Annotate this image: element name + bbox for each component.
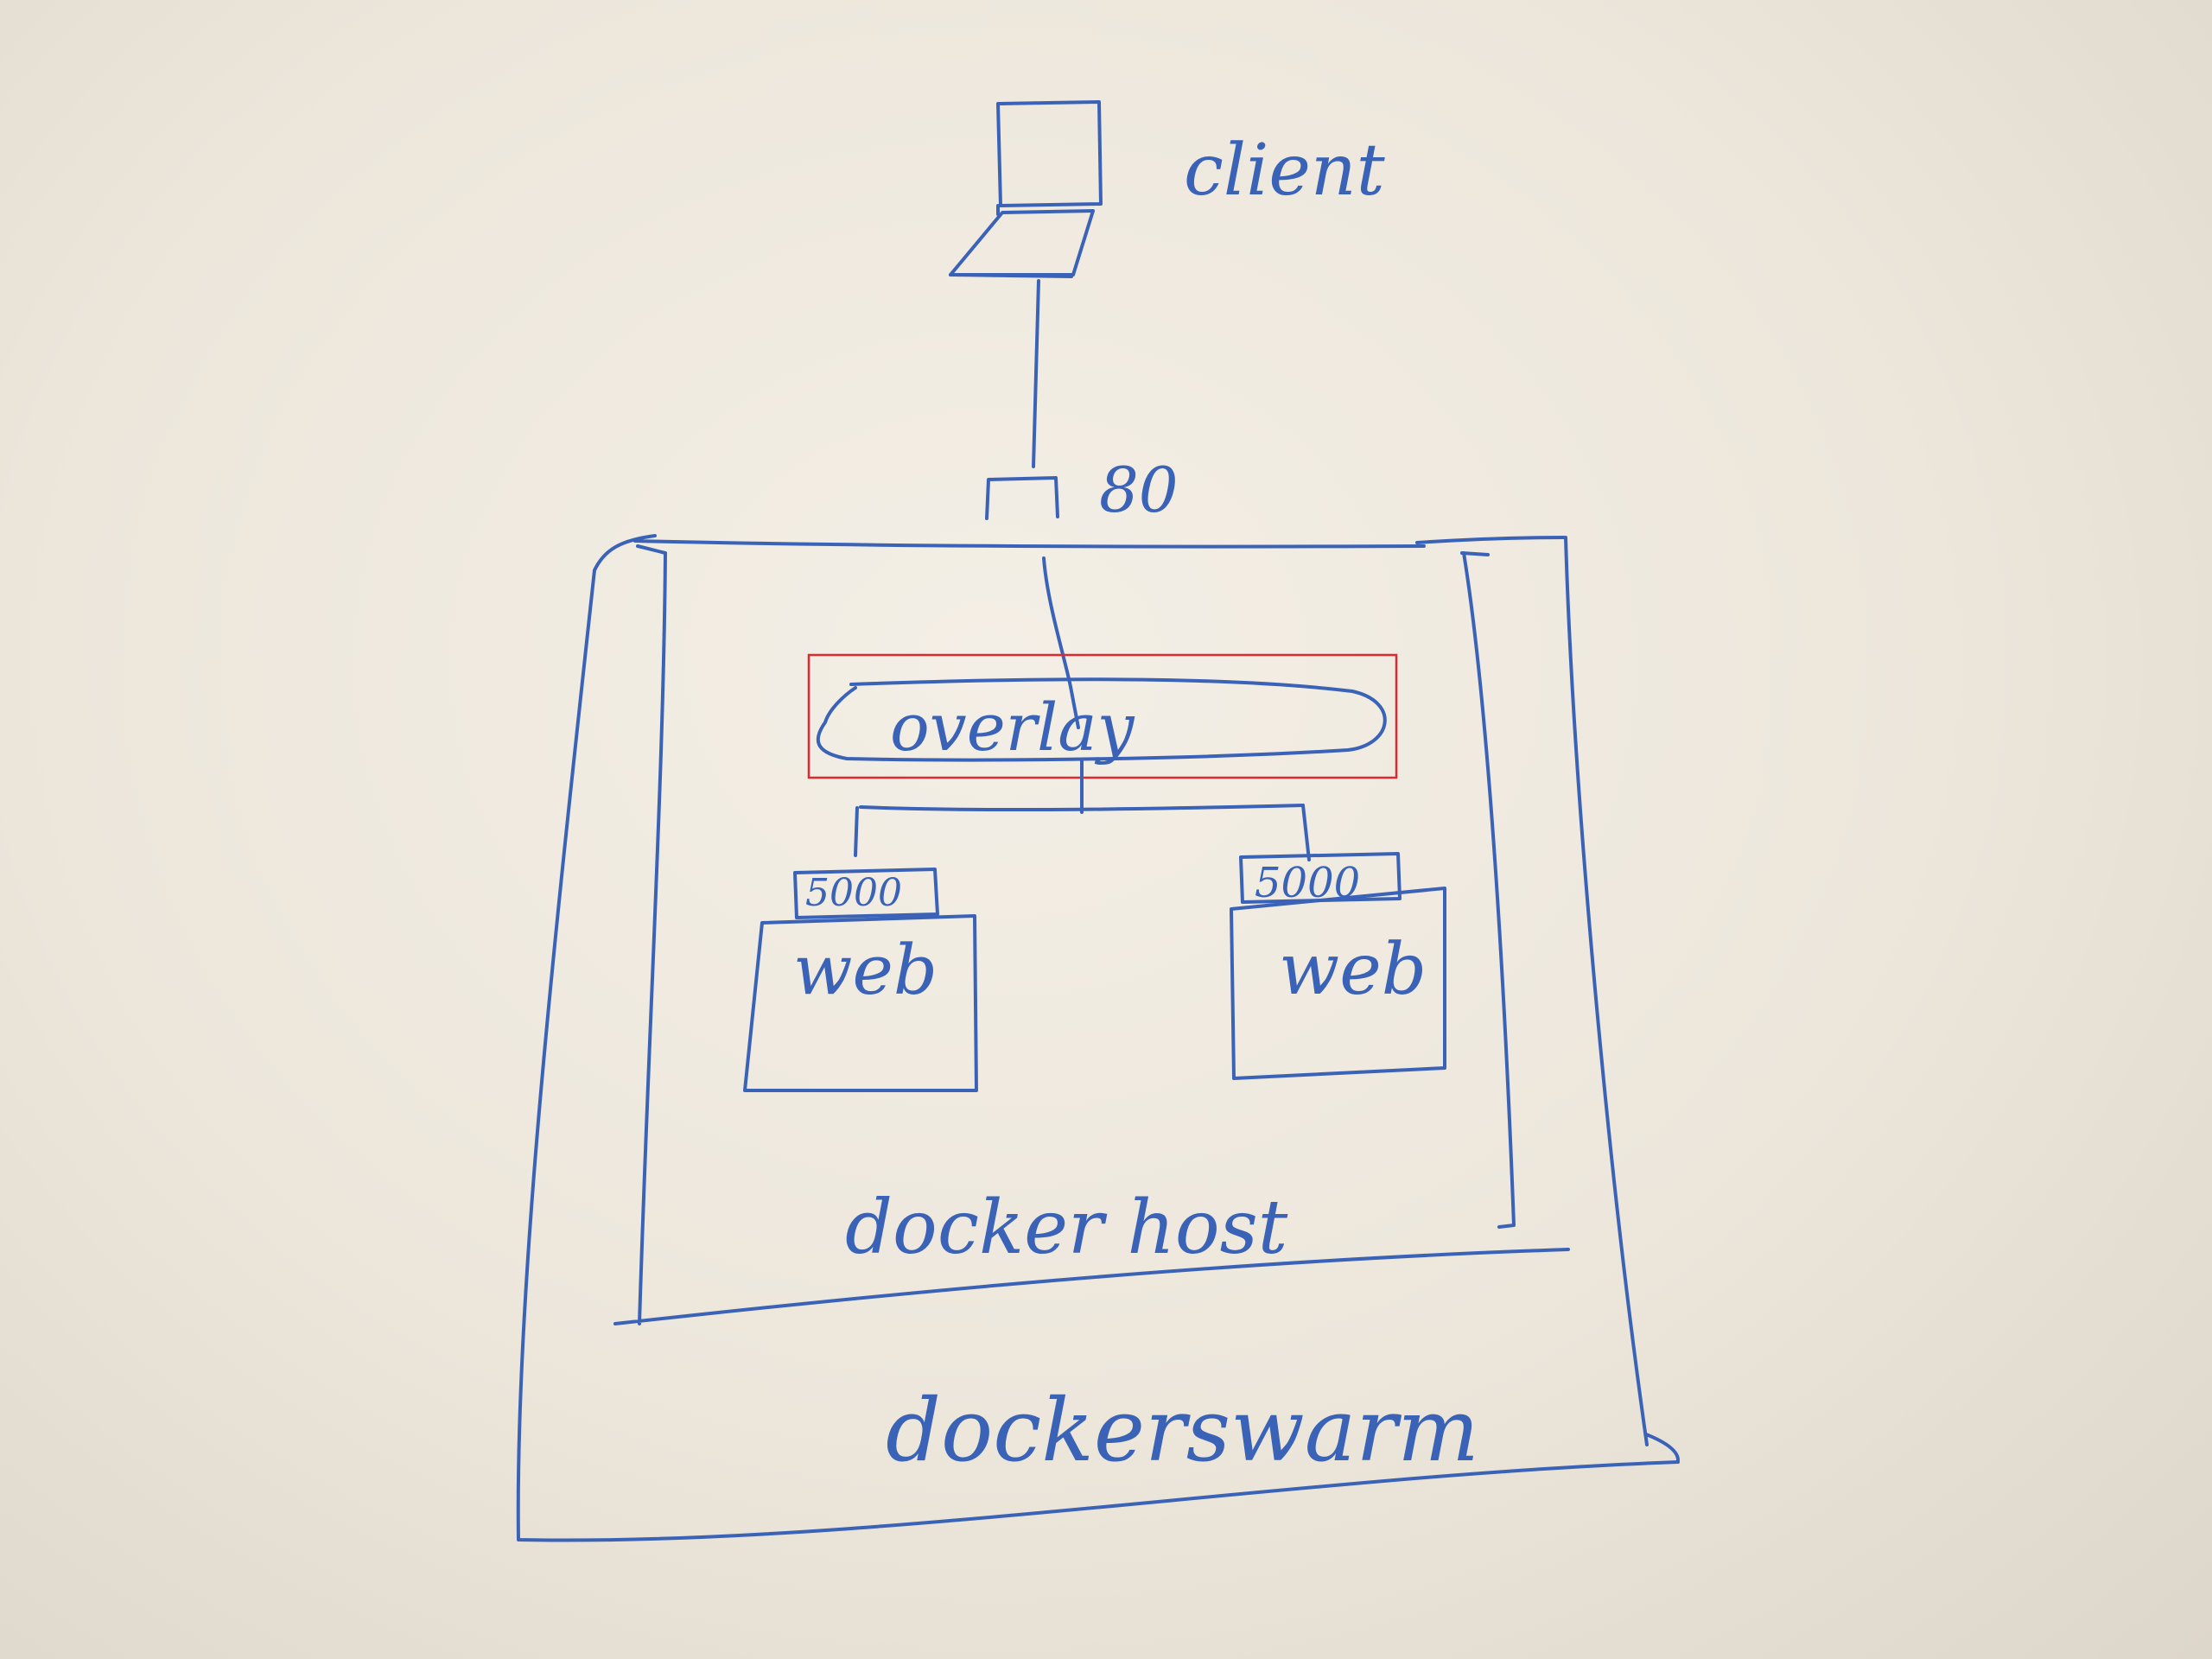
overlay-connectors <box>854 759 1311 861</box>
docker-swarm-label: dockerswarm <box>886 1380 1479 1481</box>
port-5000-left-label: 5000 <box>805 871 902 915</box>
client-label: client <box>1184 130 1386 212</box>
overlay-highlight-box <box>807 653 1398 779</box>
docker-host-box <box>613 544 1570 1325</box>
client-to-port-line <box>1032 279 1040 468</box>
overlay-label: overlay <box>890 689 1135 766</box>
web-container-left <box>743 868 978 1092</box>
web-left-label: web <box>793 930 938 1010</box>
docker-swarm-box <box>516 534 1680 1542</box>
web-container-right <box>1230 852 1446 1080</box>
port-80-connector <box>985 476 1059 520</box>
laptop-icon <box>949 100 1103 278</box>
overlay-ellipse <box>816 677 1387 762</box>
port-80-label: 80 <box>1099 454 1179 526</box>
port-to-overlay-line <box>1042 556 1080 729</box>
port-5000-right-label: 5000 <box>1255 859 1360 907</box>
docker-host-label: docker host <box>845 1185 1288 1271</box>
web-right-label: web <box>1279 929 1427 1011</box>
